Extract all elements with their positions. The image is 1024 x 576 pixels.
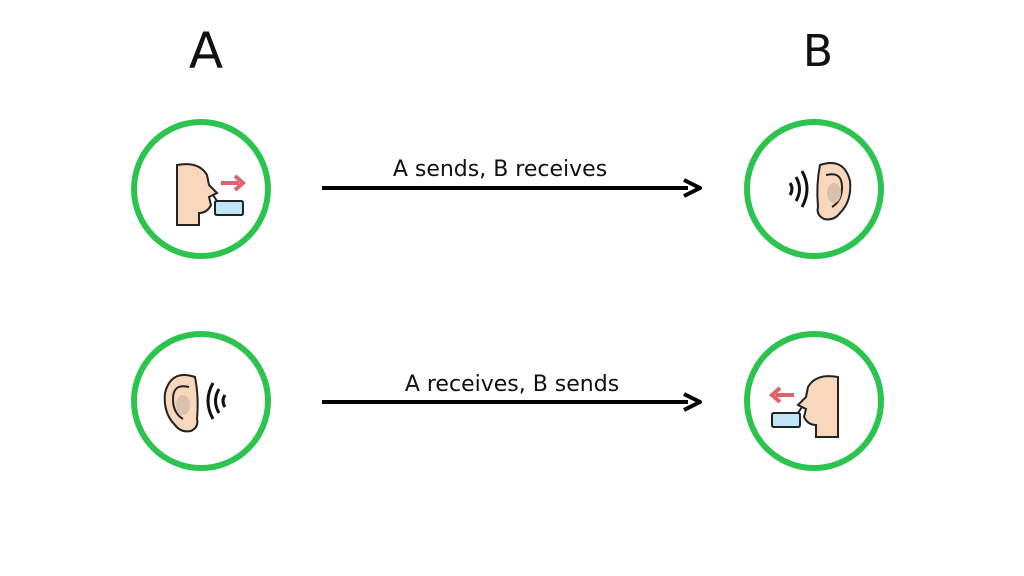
arrow-a-to-b-second [322, 392, 702, 412]
node-a-receiving [131, 331, 271, 471]
speaking-head-icon [176, 163, 247, 226]
ear-icon [788, 162, 852, 221]
node-b-receiving [744, 119, 884, 259]
arrow-label-a-sends: A sends, B receives [392, 157, 608, 182]
node-b-sending [744, 331, 884, 471]
speaking-head-icon [768, 375, 839, 438]
column-label-a: A [188, 22, 224, 80]
node-a-sending [131, 119, 271, 259]
arrow-a-to-b [322, 178, 702, 198]
arrow-label-a-receives: A receives, B sends [404, 372, 620, 397]
ear-icon [163, 374, 227, 433]
column-label-b: B [802, 26, 834, 77]
